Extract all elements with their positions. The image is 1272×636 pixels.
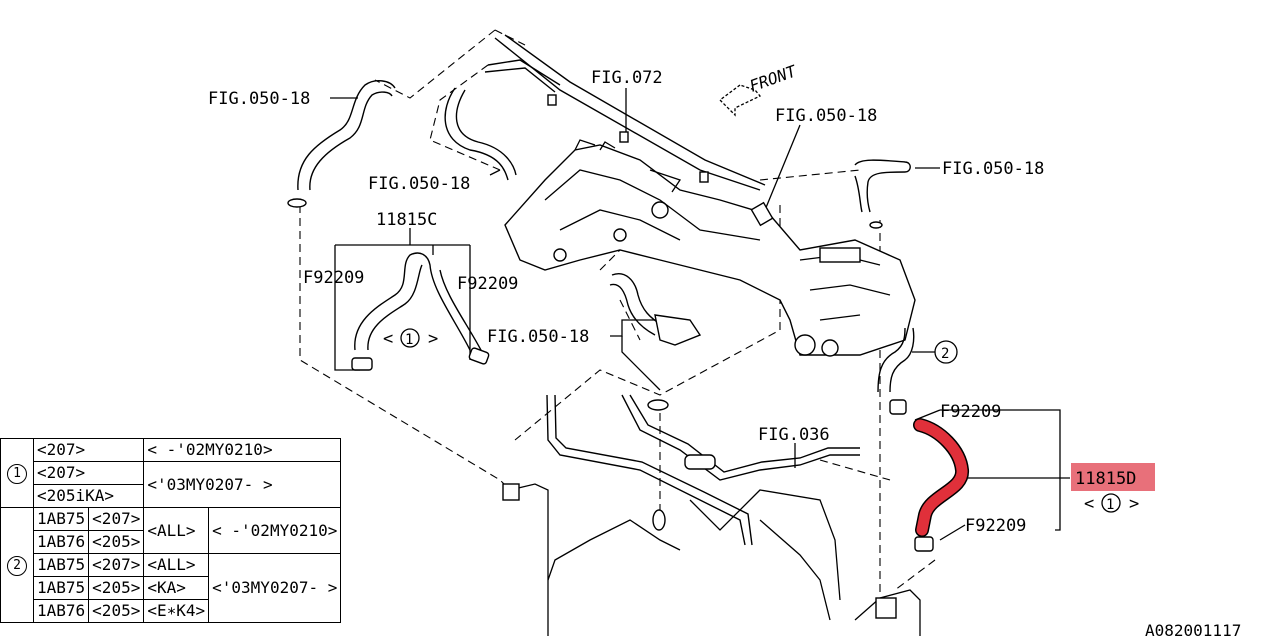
label-fig-072: FIG.072: [591, 68, 663, 88]
upper-pipe: [484, 34, 766, 191]
label-fig-050-18-upper-left: FIG.050-18: [208, 89, 310, 109]
table-cell: 1AB76: [32, 599, 90, 623]
middle-hose: [609, 273, 702, 411]
label-fig-050-18-mid-left: FIG.050-18: [368, 174, 470, 194]
table-row: <207> <'03MY0207- >: [1, 461, 342, 508]
hose-11815d: [889, 399, 969, 552]
clamp-lower: [914, 536, 934, 552]
table-cell: <E∗K4>: [143, 599, 210, 623]
label-fig-036: FIG.036: [758, 425, 830, 445]
ref-2-hose: 2: [941, 346, 949, 362]
table-row: 1AB75 <205> <KA>: [1, 576, 341, 600]
table-cell: <207>: [32, 461, 145, 485]
lower-pipe: [546, 394, 860, 546]
right-top-hose: [854, 159, 911, 229]
table-cell: 1AB76: [32, 530, 90, 554]
table-row: 1AB75 <207> <ALL> <'03MY0207- >: [1, 553, 342, 623]
table-cell: <KA>: [143, 576, 210, 600]
front-label: FRONT: [747, 61, 800, 96]
table-cell: <'03MY0207- >: [143, 461, 342, 508]
label-fig-050-18-middle: FIG.050-18: [487, 327, 589, 347]
svg-text:<: <: [383, 329, 393, 349]
table-row: 1AB76 <205>: [1, 530, 341, 554]
label-part-11815c: 11815C: [376, 210, 437, 230]
table-cell: 1AB75: [32, 507, 90, 531]
group-2-mark: 2: [0, 507, 34, 623]
table-cell: 1AB75: [32, 576, 90, 600]
table-cell: 1AB75: [32, 553, 90, 577]
solid-leader-lines: [330, 88, 1070, 541]
label-doc-number: A082001117: [1145, 621, 1241, 636]
label-f92209-lower-right: F92209: [965, 516, 1026, 536]
svg-text:>: >: [1129, 494, 1139, 514]
applicability-table: 1 <207> < -'02MY0210> <207> <'03MY0207- …: [0, 438, 342, 623]
svg-text:>: >: [428, 329, 438, 349]
table-cell: <205>: [88, 599, 145, 623]
table-cell: <207>: [88, 553, 145, 577]
group-1-circle: 1: [7, 464, 27, 484]
hose-11815c: [351, 252, 490, 371]
table-cell: <ALL>: [143, 507, 210, 554]
ref-1-11815c: 1: [405, 332, 413, 348]
label-fig-050-18-top-right: FIG.050-18: [775, 106, 877, 126]
label-f92209-upper-right: F92209: [940, 402, 1001, 422]
label-f92209-left: F92209: [303, 268, 364, 288]
label-fig-050-18-right: FIG.050-18: [942, 159, 1044, 179]
table-cell: <205>: [88, 530, 145, 554]
table-cell: <ALL>: [143, 553, 210, 577]
table-row: 1AB76 <205> <E∗K4>: [1, 599, 341, 623]
svg-text:<: <: [1084, 494, 1094, 514]
part-label-highlight: [1071, 463, 1155, 491]
table-cell: <205iKA>: [32, 484, 145, 508]
clamp-upper: [889, 399, 907, 415]
callout-labels: FIG.050-18 FIG.072 FIG.050-18 FIG.050-18…: [208, 68, 1241, 636]
table-row: 2 1AB75 <207> <ALL> < -'02MY0210>: [0, 507, 342, 623]
hose-2: [877, 327, 915, 393]
upper-left-hose: [287, 80, 396, 208]
label-f92209-mid: F92209: [457, 274, 518, 294]
table-cell: < -'02MY0210>: [143, 438, 342, 462]
group-1-mark: 1: [0, 438, 34, 508]
label-part-11815d: 11815D: [1075, 469, 1136, 489]
engine-block: [502, 483, 921, 636]
table-cell: <'03MY0207- >: [208, 553, 342, 623]
mid-left-hose: [444, 87, 517, 181]
table-cell: <205>: [88, 576, 145, 600]
ref-1-11815d: 1: [1106, 497, 1114, 513]
intake-manifold: [504, 139, 916, 357]
circled-refs: < 1 > < 1 > 2: [383, 328, 1139, 514]
table-row: <205iKA>: [1, 484, 341, 508]
table-cell: <207>: [32, 438, 145, 462]
group-2-circle: 2: [7, 556, 27, 576]
table-cell: < -'02MY0210>: [208, 507, 342, 554]
table-row: 1 <207> < -'02MY0210>: [0, 438, 342, 508]
table-cell: <207>: [88, 507, 145, 531]
